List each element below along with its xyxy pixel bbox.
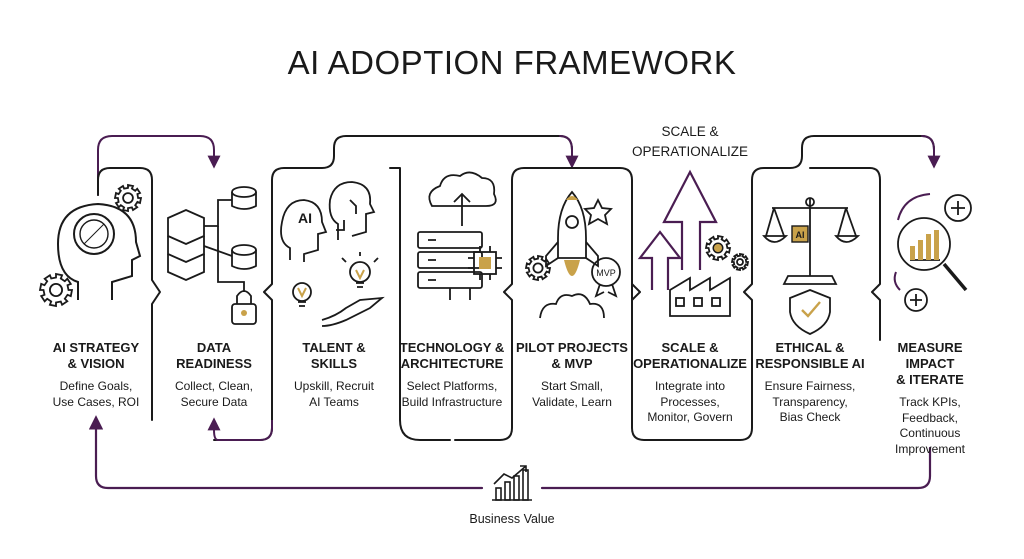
cloud-server-chip-icon: [417, 171, 502, 300]
stage-5: PILOT PROJECTS& MVP Start Small,Validate,…: [514, 340, 630, 410]
svg-text:AI: AI: [298, 210, 312, 226]
scale-heading-line-2: OPERATIONALIZE: [631, 144, 749, 159]
stage-title-line: OPERATIONALIZE: [633, 356, 747, 371]
business-value-label: Business Value: [469, 512, 555, 526]
stage-title-line: TECHNOLOGY &: [399, 340, 505, 355]
stage-title-line: SCALE &: [661, 340, 719, 355]
stage-title-line: SKILLS: [310, 356, 358, 371]
page-title: AI ADOPTION FRAMEWORK: [287, 44, 737, 81]
stage-icons: AI MVP: [38, 169, 972, 335]
stage-description-line: Processes,: [660, 394, 720, 409]
stage-description-line: Start Small,: [540, 379, 603, 393]
stage-description-line: Bias Check: [779, 410, 841, 424]
stage-description-line: Improvement: [894, 441, 966, 456]
stage-description-line: Transparency,: [772, 394, 848, 409]
stage-4: TECHNOLOGY &ARCHITECTURE Select Platforms…: [390, 340, 514, 410]
stage-title-line: AI STRATEGY: [52, 340, 140, 355]
stage-description-line: Monitor, Govern: [647, 410, 733, 424]
stage-description-line: Feedback,: [901, 410, 959, 425]
stage-description: Start Small,Validate, Learn: [514, 379, 630, 410]
stage-title-line: RESPONSIBLE AI: [755, 356, 865, 371]
svg-text:AI: AI: [796, 230, 805, 240]
stage-description-line: AI Teams: [309, 394, 359, 409]
stage-title-line: & VISION: [67, 356, 125, 371]
stage-8: MEASURE IMPACT& ITERATE Track KPIs,Feedba…: [872, 340, 988, 457]
factory-arrows-icon: [637, 169, 750, 317]
stage-description-line: Ensure Fairness,: [764, 379, 856, 393]
stage-title-line: READINESS: [176, 356, 252, 371]
stage-description-line: Build Infrastructure: [401, 394, 503, 409]
stage-description: Ensure Fairness,Transparency,Bias Check: [752, 379, 868, 426]
stage-description-line: Validate, Learn: [532, 394, 612, 409]
stage-description-line: Select Platforms,: [406, 379, 498, 393]
scales-shield-icon: AI: [762, 197, 861, 335]
magnifier-chart-icon: [893, 193, 972, 312]
stage-title: SCALE &OPERATIONALIZE: [632, 340, 748, 372]
rocket-mvp-icon: MVP: [524, 190, 621, 319]
svg-text:MVP: MVP: [596, 268, 616, 278]
stage-title: PILOT PROJECTS& MVP: [514, 340, 630, 372]
stage-description-line: Track KPIs,: [899, 395, 961, 409]
head-compass-gears-icon: [38, 183, 143, 308]
stage-title: MEASURE IMPACT& ITERATE: [872, 340, 988, 388]
stage-title-line: MEASURE IMPACT: [897, 340, 963, 371]
stage-description: Select Platforms,Build Infrastructure: [390, 379, 514, 410]
stage-description-line: Upskill, Recruit: [293, 379, 374, 393]
stage-description-line: Use Cases, ROI: [52, 394, 140, 409]
scale-operationalize-heading: SCALE & OPERATIONALIZE: [610, 122, 770, 162]
database-lock-icon: [167, 186, 257, 325]
stage-title-line: ARCHITECTURE: [400, 356, 504, 371]
stage-description-line: Integrate into: [654, 379, 726, 393]
stage-title-line: PILOT PROJECTS: [516, 340, 628, 355]
stage-title-line: ETHICAL &: [775, 340, 845, 355]
stage-title-line: TALENT &: [302, 340, 366, 355]
business-value-loop: [88, 415, 932, 490]
scale-heading-line-1: SCALE &: [661, 124, 719, 139]
stage-title-line: & ITERATE: [896, 372, 964, 387]
stage-title: ETHICAL &RESPONSIBLE AI: [752, 340, 868, 372]
stage-description-line: Continuous: [899, 426, 961, 440]
stage-7: ETHICAL &RESPONSIBLE AI Ensure Fairness,T…: [752, 340, 868, 426]
bar-chart-icon: [492, 465, 532, 501]
stage-title: AI STRATEGY& VISION: [38, 340, 154, 372]
stage-title: TALENT &SKILLS: [276, 340, 392, 372]
heads-lightbulb-hand-icon: AI: [280, 181, 385, 327]
stage-title-line: & MVP: [551, 356, 593, 371]
stage-1: AI STRATEGY& VISION Define Goals,Use Case…: [38, 340, 154, 410]
stage-description-line: Collect, Clean,: [174, 379, 254, 393]
stage-title-line: DATA: [196, 340, 232, 355]
stage-description-line: Secure Data: [180, 394, 248, 409]
stage-title: TECHNOLOGY &ARCHITECTURE: [390, 340, 514, 372]
stage-description: Collect, Clean,Secure Data: [156, 379, 272, 410]
stage-description-line: Define Goals,: [59, 379, 133, 393]
feedback-arrow-data: [207, 417, 273, 441]
stage-description: Define Goals,Use Cases, ROI: [38, 379, 154, 410]
